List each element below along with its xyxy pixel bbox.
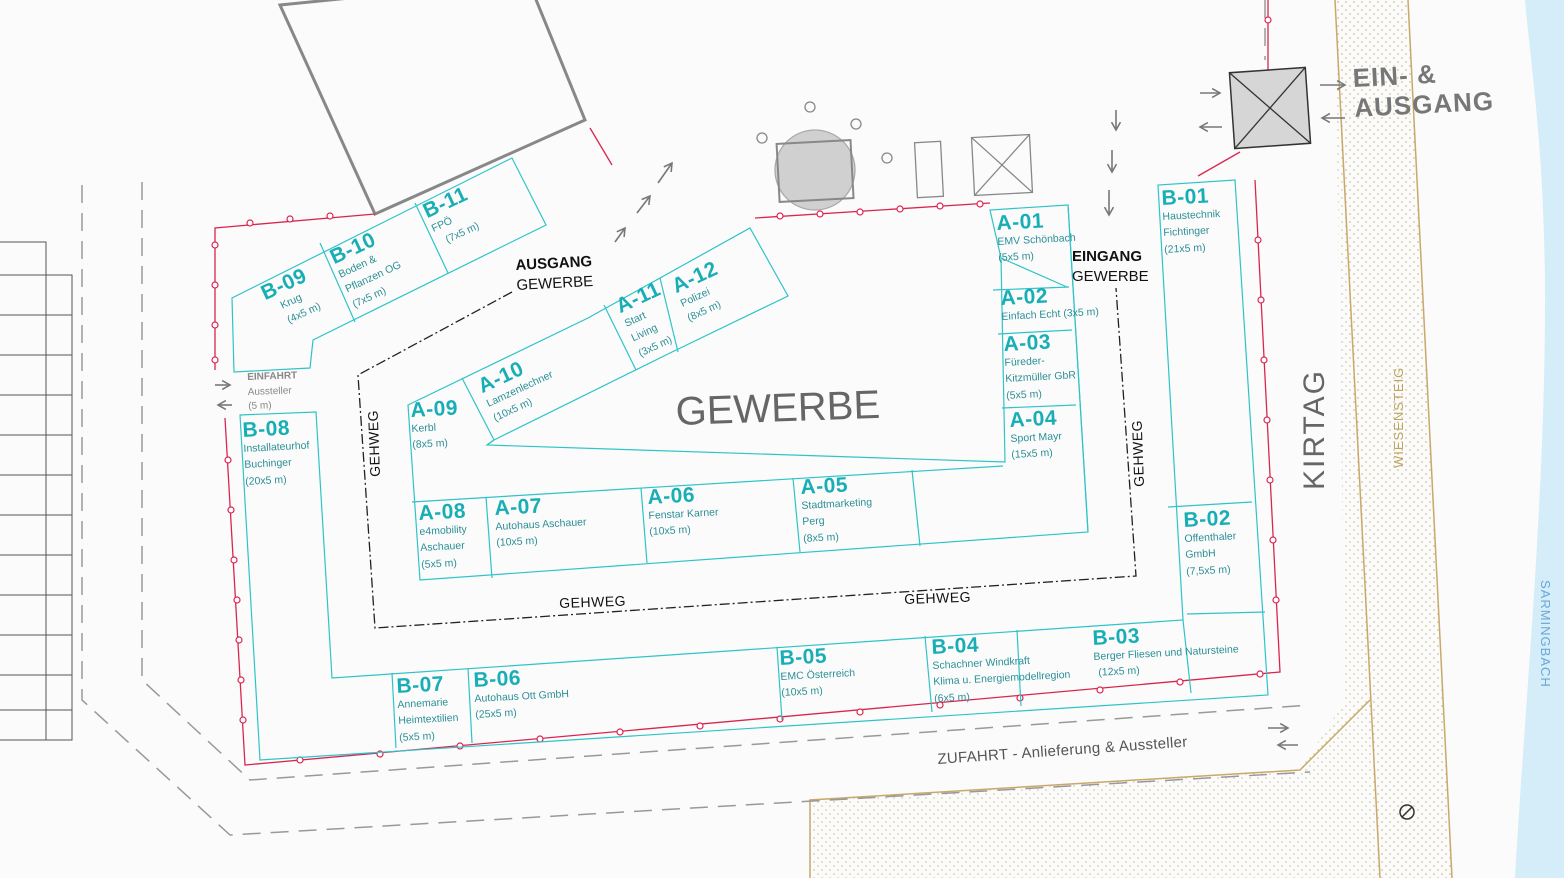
exit-gate-line2: GEWERBE [516,273,594,295]
gehweg-label-left: GEHWEG [364,409,383,478]
sand-path-edge-left [1334,0,1381,878]
stall-a04[interactable]: A-04 Sport Mayr (15x5 m) [1009,407,1063,463]
stall-a07[interactable]: A-07 Autohaus Aschauer (10x5 m) [494,493,588,551]
stall-a09-code: A-09 [409,396,459,422]
stall-outlines [231,157,1269,761]
direction-arrows [215,79,1347,751]
stall-a03[interactable]: A-03 Füreder- Kitzmüller GbR (5x5 m) [1003,330,1077,403]
stall-b01[interactable]: B-01 Haustechnik Fichtinger (21x5 m) [1161,185,1222,258]
stall-b07[interactable]: B-07 Annemarie Heimtextilien (5x5 m) [396,673,460,746]
stall-a09[interactable]: A-09 Kerbl (8x5 m) [409,396,460,454]
sand-path-edge-right [1407,0,1453,878]
tree-icon [1399,804,1415,820]
sarmingbach-label: SARMINGBACH [1538,580,1553,688]
stall-a08[interactable]: A-08 e4mobility Aschauer (5x5 m) [417,499,469,573]
stall-b01-size: (21x5 m) [1163,241,1206,256]
stall-a04-name: Sport Mayr [1010,430,1063,445]
stall-a02[interactable]: A-02 Einfach Echt (3x5 m) [1000,283,1099,325]
tree-icon-slash [1401,806,1413,818]
einfahrt-line1: EINFAHRT [247,370,298,383]
stall-a08-name2: Aschauer [420,539,465,555]
entry-gate-label: EINGANG GEWERBE [1072,247,1149,288]
road-lines [81,0,1311,836]
entry-gate-line2: GEWERBE [1072,268,1149,286]
einfahrt-label: EINFAHRT Aussteller (5 m) [247,369,298,414]
parking-rows [0,241,73,741]
entry-gate-line1: EINGANG [1072,248,1143,265]
stall-b05[interactable]: B-05 EMC Österreich (10x5 m) [779,644,856,701]
stall-b01-name1: Haustechnik [1162,207,1221,223]
stall-a08-code: A-08 [417,499,467,525]
sand-path-area-2 [1335,0,1452,878]
stall-b07-name2: Heimtextilien [398,712,459,728]
main-gate-label: EIN- & AUSGANG [1352,57,1495,124]
stall-b03[interactable]: B-03 Berger Fliesen und Natursteine (12x… [1092,620,1240,681]
gehweg-label-bottom-right: GEHWEG [903,588,972,607]
stall-a05[interactable]: A-05 Stadtmarketing Perg (8x5 m) [800,473,874,546]
einfahrt-line3: (5 m) [248,400,272,412]
stall-b07-size: (5x5 m) [398,729,436,744]
main-gate-box [1228,66,1312,150]
walkway [357,287,1137,629]
stall-a02-name-text: Einfach Echt [1001,307,1061,323]
fence-posts [211,16,1280,764]
stall-a01[interactable]: A-01 EMV Schönbach (5x5 m) [996,209,1077,267]
gehweg-label-bottom-left: GEHWEG [558,592,627,611]
kirtag-label: KIRTAG [1298,369,1331,490]
stall-b08[interactable]: B-08 Installateurhof Buchinger (20x5 m) [242,417,312,490]
area-label-gewerbe: GEWERBE [674,382,881,434]
einfahrt-line2: Aussteller [247,384,292,398]
stall-a02-size: (3x5 m) [1062,305,1100,320]
stall-a09-size: (8x5 m) [412,437,449,452]
stall-a06[interactable]: A-06 Fenstar Karner (10x5 m) [647,483,720,540]
building-outline [277,0,587,216]
stall-b08-size: (20x5 m) [244,473,287,488]
stall-b02-size: (7,5x5 m) [1185,563,1231,578]
stall-b06[interactable]: B-06 Autohaus Ott GmbH (25x5 m) [473,665,570,723]
stall-a04-size: (15x5 m) [1011,447,1054,462]
stall-a04-code: A-04 [1008,406,1058,432]
wiesensteig-label: WIESENSTEIG [1391,366,1406,468]
stall-b02-code: B-02 [1182,506,1232,532]
exit-gate-label: AUSGANG GEWERBE [515,252,594,296]
stall-b02[interactable]: B-02 Offenthaler GmbH (7,5x5 m) [1183,507,1238,579]
stall-b04[interactable]: B-04 Schachner Windkraft Klima u. Energi… [931,630,1072,707]
stall-b02-name1: Offenthaler [1184,530,1237,545]
sand-path-edge-bottom [809,699,1371,878]
stream-area [1515,0,1564,878]
stall-a08-size: (5x5 m) [420,556,458,571]
fixtures [756,101,1034,211]
gehweg-label-right: GEHWEG [1128,419,1147,488]
